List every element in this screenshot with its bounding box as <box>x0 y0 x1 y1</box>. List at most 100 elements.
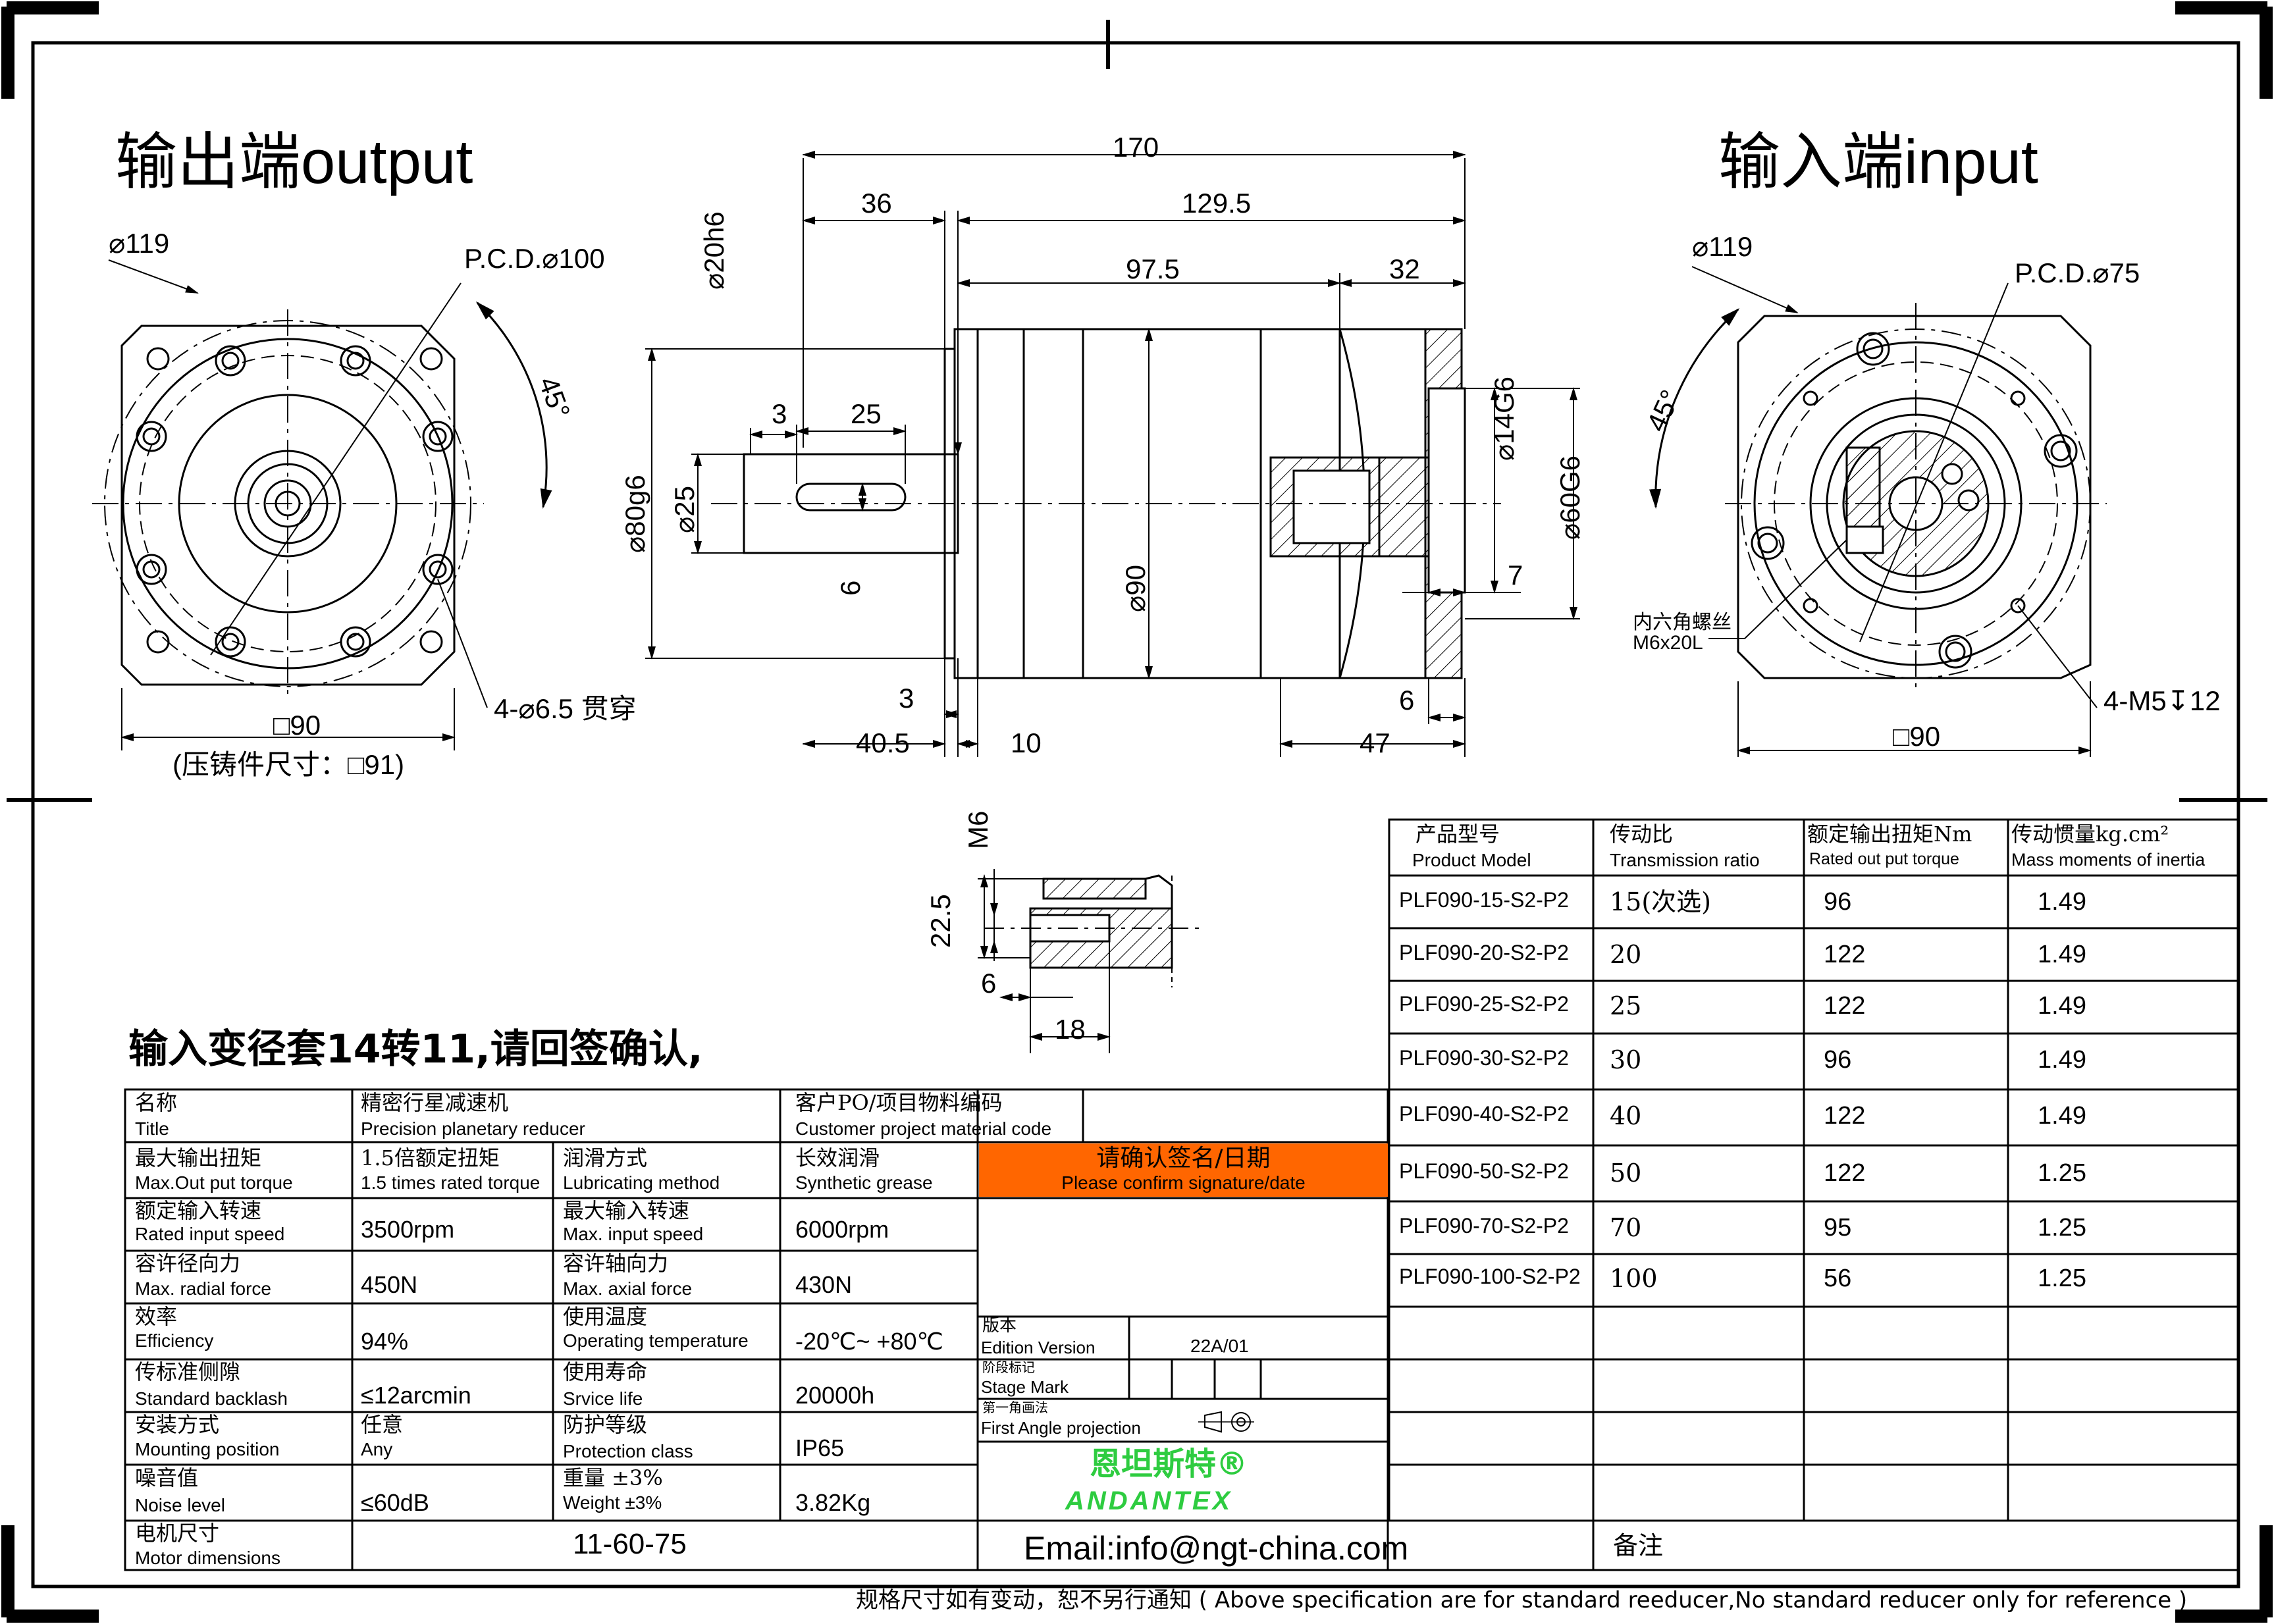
dim-d20: ⌀20h6 <box>699 211 729 290</box>
input-holes-label: 4-M5↧12 <box>2103 685 2221 716</box>
inertia-cell: 1.25 <box>2038 1265 2086 1292</box>
input-d119-label: ⌀119 <box>1692 231 1753 262</box>
dim-32: 32 <box>1389 253 1420 284</box>
input-view <box>1649 266 2107 757</box>
signature-field[interactable] <box>979 1198 1388 1315</box>
spec-rated-speed-en: Rated input speed <box>135 1224 285 1244</box>
model-number-cell: PLF090-70-S2-P2 <box>1399 1214 1569 1238</box>
model-number-cell: PLF090-15-S2-P2 <box>1399 888 1569 912</box>
model-header-4-cn: 传动惯量kg.cm² <box>2011 822 2169 847</box>
transmission-ratio-cell: 100 <box>1610 1264 1658 1293</box>
input-square-label: □90 <box>1893 721 1941 752</box>
rated-torque-cell: 95 <box>1824 1214 1852 1242</box>
spec-mounting-en: Mounting position <box>135 1439 280 1459</box>
brand-logo-cn: 恩坦斯特® <box>1090 1446 1248 1482</box>
spec-noise-cn: 噪音值 <box>135 1465 199 1490</box>
spec-life-en: Srvice life <box>563 1388 643 1409</box>
model-header-3-en: Rated out put torque <box>1809 850 1959 868</box>
rated-torque-cell: 122 <box>1824 992 1866 1020</box>
spec-backlash-value: ≤12arcmin <box>361 1382 471 1409</box>
spec-table-grid <box>124 1088 1389 1571</box>
dim-6-bottom: 6 <box>1399 685 1415 716</box>
detail-22-5: 22.5 <box>925 894 956 948</box>
output-square-label: □90 <box>273 710 321 741</box>
dim-3-bottom: 3 <box>899 683 914 714</box>
spec-customer-code-en: Customer project material code <box>795 1118 1052 1139</box>
spec-temperature-value: -20℃~ +80℃ <box>795 1328 943 1355</box>
model-number-cell: PLF090-25-S2-P2 <box>1399 992 1569 1016</box>
output-casting-label: (压铸件尺寸：□91) <box>172 749 405 780</box>
inertia-cell: 1.25 <box>2038 1159 2086 1187</box>
spec-radial-force-value: 450N <box>361 1271 418 1298</box>
spec-title-cn: 名称 <box>135 1090 178 1115</box>
model-header-1-cn: 产品型号 <box>1415 822 1500 847</box>
transmission-ratio-cell: 50 <box>1610 1159 1642 1188</box>
spec-life-value: 20000h <box>795 1382 875 1409</box>
dim-25: 25 <box>851 398 882 429</box>
model-header-2-cn: 传动比 <box>1610 822 1674 847</box>
model-number-cell: PLF090-100-S2-P2 <box>1399 1265 1581 1288</box>
inertia-cell: 1.49 <box>2038 1102 2086 1130</box>
model-header-1-en: Product Model <box>1412 850 1531 870</box>
spec-radial-force-en: Max. radial force <box>135 1278 271 1299</box>
contact-email[interactable]: Email:info@ngt-china.com <box>1024 1530 1409 1567</box>
spec-title-value-cn: 精密行星减速机 <box>361 1090 509 1115</box>
dim-6-key: 6 <box>835 580 866 596</box>
confirmation-note: 输入变径套14转11,请回签确认, <box>128 1026 703 1072</box>
spec-title-value-en: Precision planetary reducer <box>361 1118 585 1139</box>
spec-noise-value: ≤60dB <box>361 1489 429 1516</box>
spec-axial-force-cn: 容许轴向力 <box>563 1251 669 1276</box>
dim-170: 170 <box>1113 132 1159 163</box>
rated-torque-cell: 122 <box>1824 941 1866 968</box>
spec-mounting-cn: 安装方式 <box>135 1412 220 1437</box>
model-number-cell: PLF090-30-S2-P2 <box>1399 1046 1569 1070</box>
spec-protection-cn: 防护等级 <box>563 1412 648 1437</box>
spec-protection-en: Protection class <box>563 1441 693 1461</box>
spec-max-speed-value: 6000rpm <box>795 1216 889 1243</box>
dim-7: 7 <box>1508 560 1523 590</box>
spec-lubrication-value-cn: 长效润滑 <box>795 1145 880 1170</box>
input-view-title: 输入端input <box>1718 127 2038 196</box>
model-number-cell: PLF090-40-S2-P2 <box>1399 1102 1569 1126</box>
spec-efficiency-cn: 效率 <box>135 1304 178 1329</box>
transmission-ratio-cell: 70 <box>1610 1213 1642 1242</box>
inertia-cell: 1.49 <box>2038 992 2086 1020</box>
transmission-ratio-cell: 20 <box>1610 940 1642 969</box>
inertia-cell: 1.49 <box>2038 1046 2086 1074</box>
spec-efficiency-en: Efficiency <box>135 1330 214 1351</box>
inertia-cell: 1.49 <box>2038 888 2086 916</box>
spec-max-torque-value-cn: 1.5倍额定扭矩 <box>361 1145 500 1170</box>
spec-backlash-cn: 传标准侧隙 <box>135 1359 241 1384</box>
detail-m6: M6 <box>963 810 993 849</box>
dim-d14: ⌀14G6 <box>1489 376 1520 461</box>
edition-en: Edition Version <box>981 1338 1096 1357</box>
spec-motor-value: 11-60-75 <box>573 1528 687 1560</box>
input-screw-cn: 内六角螺丝 <box>1633 611 1732 634</box>
detail-view <box>978 869 1205 1053</box>
dim-40-5: 40.5 <box>856 727 910 758</box>
spec-backlash-en: Standard backlash <box>135 1388 288 1409</box>
spec-rated-speed-value: 3500rpm <box>361 1216 455 1243</box>
output-d119-label: ⌀119 <box>109 228 170 259</box>
spec-radial-force-cn: 容许径向力 <box>135 1251 241 1276</box>
model-number-cell: PLF090-20-S2-P2 <box>1399 941 1569 964</box>
model-header-2-en: Transmission ratio <box>1610 850 1760 870</box>
dim-3-top: 3 <box>772 398 787 429</box>
output-view <box>92 259 552 750</box>
output-view-title: 输出端output <box>115 127 473 196</box>
rated-torque-cell: 96 <box>1824 1046 1852 1074</box>
brand-logo-en: ANDANTEX <box>1065 1486 1233 1515</box>
confirm-signature-en: Please confirm signature/date <box>1061 1172 1306 1193</box>
detail-18: 18 <box>1055 1014 1086 1045</box>
transmission-ratio-cell: 30 <box>1610 1045 1642 1074</box>
spec-motor-en: Motor dimensions <box>135 1548 280 1568</box>
spec-temperature-cn: 使用温度 <box>563 1304 648 1329</box>
spec-mounting-value-en: Any <box>361 1439 393 1459</box>
input-pcd-label: P.C.D.⌀75 <box>2015 257 2140 288</box>
dim-10: 10 <box>1011 727 1042 758</box>
side-view <box>645 151 1580 757</box>
inertia-cell: 1.49 <box>2038 941 2086 968</box>
dim-d25: ⌀25 <box>669 485 700 533</box>
inertia-cell: 1.25 <box>2038 1214 2086 1242</box>
